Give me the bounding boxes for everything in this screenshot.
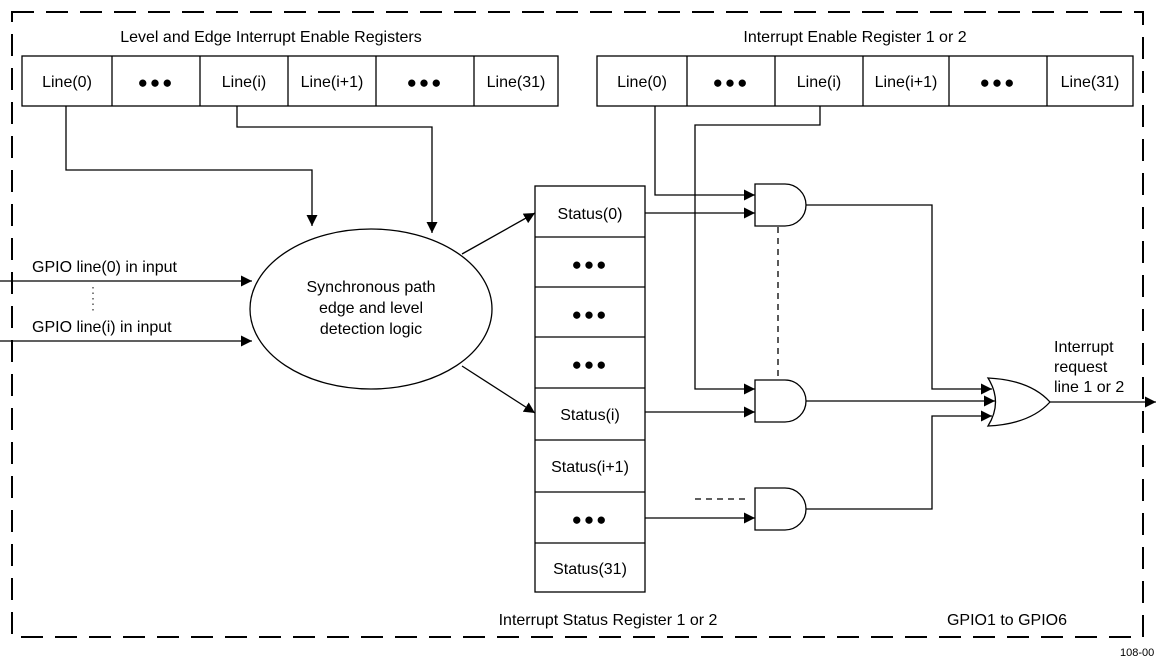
and-gate-middle (754, 379, 807, 423)
module-name-label: GPIO1 to GPIO6 (947, 612, 1067, 629)
level-edge-cell-line31: Line(31) (487, 74, 546, 91)
level-edge-cell-ellipsis-1: ●●● (138, 73, 175, 92)
status-cell-ellipsis-3: ●●● (572, 355, 609, 374)
detector-to-status0 (461, 212, 536, 255)
detection-logic-line2: edge and level (319, 300, 423, 317)
status-cell-ellipsis-2: ●●● (572, 305, 609, 324)
interrupt-status-register-title: Interrupt Status Register 1 or 2 (499, 612, 718, 629)
interrupt-enable-register-title: Interrupt Enable Register 1 or 2 (743, 29, 966, 46)
output-label-line1: Interrupt (1054, 339, 1114, 356)
wire-and-top-to-or (806, 204, 992, 395)
enable-cell-linei1: Line(i+1) (875, 74, 938, 91)
or-gate (986, 377, 1051, 427)
level-edge-register: Line(0) ●●● Line(i) Line(i+1) ●●● Line(3… (21, 55, 559, 107)
wire-enable-linei (694, 106, 821, 395)
detection-logic-line1: Synchronous path (307, 279, 436, 296)
and-gate-bottom (754, 487, 807, 531)
status-cell-ellipsis-1: ●●● (572, 255, 609, 274)
gpio-linei-label: GPIO line(i) in input (32, 319, 172, 336)
wire-enable-line0 (654, 106, 755, 201)
output-label-line2: request (1054, 359, 1108, 376)
wire-level-linei (236, 106, 438, 233)
enable-cell-line0: Line(0) (617, 74, 667, 91)
detection-logic-line3: detection logic (320, 321, 422, 338)
status-cell-ellipsis-4: ●●● (572, 510, 609, 529)
detection-logic (249, 228, 493, 390)
level-edge-cell-line0: Line(0) (42, 74, 92, 91)
enable-cell-linei: Line(i) (797, 74, 841, 91)
status-cell-31: Status(31) (553, 561, 627, 578)
status-cell-0: Status(0) (558, 206, 623, 223)
interrupt-status-register: Status(0) ●●● ●●● ●●● Status(i) Status(i… (534, 185, 646, 593)
level-edge-cell-linei: Line(i) (222, 74, 266, 91)
level-edge-cell-ellipsis-2: ●●● (407, 73, 444, 92)
enable-cell-ellipsis-1: ●●● (713, 73, 750, 92)
output-label-line3: line 1 or 2 (1054, 379, 1124, 396)
module-boundary (11, 11, 1144, 638)
status-cell-i: Status(i) (560, 407, 620, 424)
detector-to-statusi (461, 365, 536, 414)
figure-code: 108-00 (1120, 647, 1154, 659)
wire-level-line0 (65, 106, 318, 226)
enable-cell-ellipsis-2: ●●● (980, 73, 1017, 92)
and-gate-top (754, 183, 807, 227)
interrupt-enable-register: Line(0) ●●● Line(i) Line(i+1) ●●● Line(3… (596, 55, 1134, 107)
enable-cell-line31: Line(31) (1061, 74, 1120, 91)
level-edge-cell-linei1: Line(i+1) (301, 74, 364, 91)
level-edge-register-title: Level and Edge Interrupt Enable Register… (120, 29, 422, 46)
status-cell-i1: Status(i+1) (551, 459, 629, 476)
wire-and-bottom-to-or (806, 410, 992, 510)
gpio-line0-label: GPIO line(0) in input (32, 259, 178, 276)
